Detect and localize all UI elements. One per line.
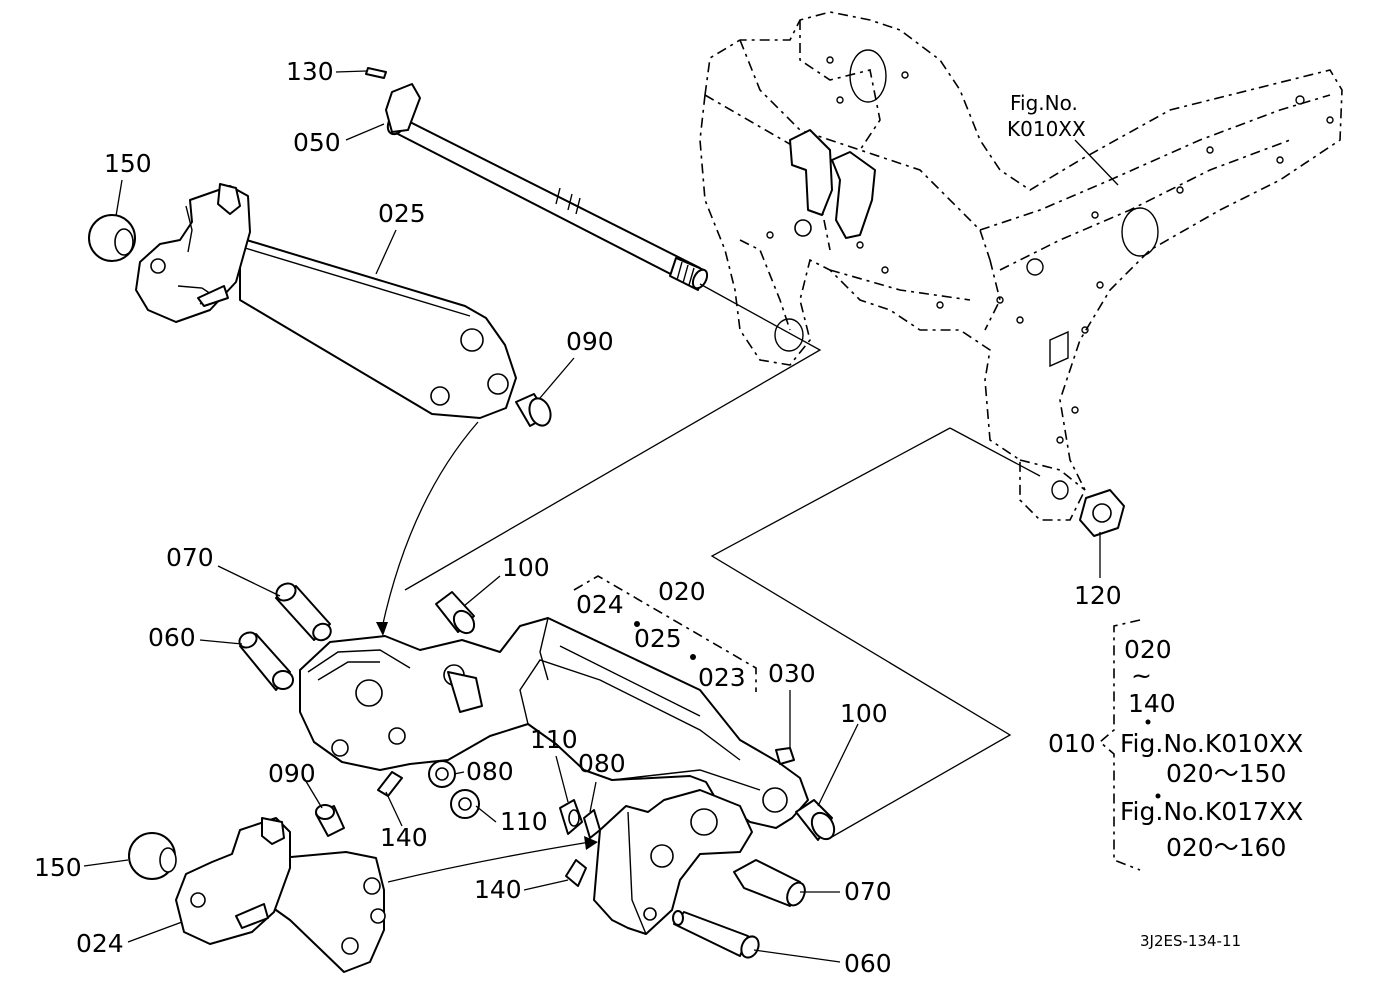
frame-ref-leader xyxy=(1074,139,1119,186)
callout-024-group: 024 xyxy=(576,590,624,619)
ball-joint-150-top xyxy=(88,214,136,262)
frame-fig-code: K010XX xyxy=(1007,117,1086,141)
callout-100-mid: 100 xyxy=(502,553,550,582)
assembly-arrow-2 xyxy=(387,841,591,883)
bushing-100-mid xyxy=(435,591,476,635)
callout-080-b: 080 xyxy=(466,757,514,786)
callout-025-group: 025 xyxy=(634,624,682,653)
nut-120 xyxy=(1079,489,1125,537)
callout-050: 050 xyxy=(293,128,341,157)
bushing-090-top xyxy=(515,393,552,427)
roll-pins-140 xyxy=(377,771,587,887)
callout-030: 030 xyxy=(768,659,816,688)
kit-assembly-no: 010 xyxy=(1048,729,1096,758)
callout-070-right: 070 xyxy=(844,877,892,906)
pin-070-left xyxy=(275,582,332,642)
kit-ref1-fig: Fig.No.K010XX xyxy=(1120,729,1303,758)
callout-100-right: 100 xyxy=(840,699,888,728)
lower-hitch-frame-020 xyxy=(299,617,809,829)
ball-joint-150-bottom xyxy=(128,832,177,880)
callout-110-b: 110 xyxy=(500,807,548,836)
pin-060-left xyxy=(238,631,294,691)
bushing-090-bottom xyxy=(315,804,345,837)
kit-tilde: ~ xyxy=(1131,661,1152,690)
pin-070-right xyxy=(733,859,806,907)
assembly-arrowhead-1 xyxy=(376,622,388,636)
kit-ref2-range: 020～160 xyxy=(1166,833,1286,862)
callout-060-left: 060 xyxy=(148,623,196,652)
kit-range-end: 140 xyxy=(1128,689,1176,718)
callout-090-bottom: 090 xyxy=(268,759,316,788)
assembly-group-020 xyxy=(573,575,757,692)
lower-link-arm-024 xyxy=(175,817,386,973)
kit-note: 020 ~ 140 010 Fig.No.K010XX 020～150 Fig.… xyxy=(1048,619,1303,871)
bushing-100-right xyxy=(795,799,836,841)
callout-labels: 130 050 150 025 090 070 060 100 020 024 … xyxy=(34,57,1122,978)
cross-shaft-050 xyxy=(365,67,709,291)
kit-ref1-range: 020～150 xyxy=(1166,759,1286,788)
assembly-arrowhead-2 xyxy=(584,836,598,850)
callout-140-b: 140 xyxy=(474,875,522,904)
washers-080-110 xyxy=(428,760,601,839)
lower-side-plate xyxy=(593,789,753,935)
upper-link-arm-025 xyxy=(135,183,517,419)
callout-110-a: 110 xyxy=(530,725,578,754)
callout-150-bottom: 150 xyxy=(34,853,82,882)
reference-lines xyxy=(404,283,1041,839)
callout-024-bottom: 024 xyxy=(76,929,124,958)
callout-120: 120 xyxy=(1074,581,1122,610)
callout-130: 130 xyxy=(286,57,334,86)
callout-020: 020 xyxy=(658,577,706,606)
tractor-frame-outline xyxy=(699,11,1343,521)
callout-025: 025 xyxy=(378,199,426,228)
callout-140-a: 140 xyxy=(380,823,428,852)
callout-080-a: 080 xyxy=(578,749,626,778)
callout-070-left: 070 xyxy=(166,543,214,572)
kit-range-start: 020 xyxy=(1124,635,1172,664)
pin-060-right xyxy=(672,910,760,959)
assembly-arrow-1 xyxy=(381,421,479,629)
callout-leaders xyxy=(83,70,1101,963)
callout-023: 023 xyxy=(698,663,746,692)
callout-090-top: 090 xyxy=(566,327,614,356)
callout-150-top: 150 xyxy=(104,149,152,178)
kit-ref2-fig: Fig.No.K017XX xyxy=(1120,797,1303,826)
callout-060-right: 060 xyxy=(844,949,892,978)
drawing-code: 3J2ES-134-11 xyxy=(1140,932,1241,950)
frame-fig-label: Fig.No. xyxy=(1010,91,1078,115)
